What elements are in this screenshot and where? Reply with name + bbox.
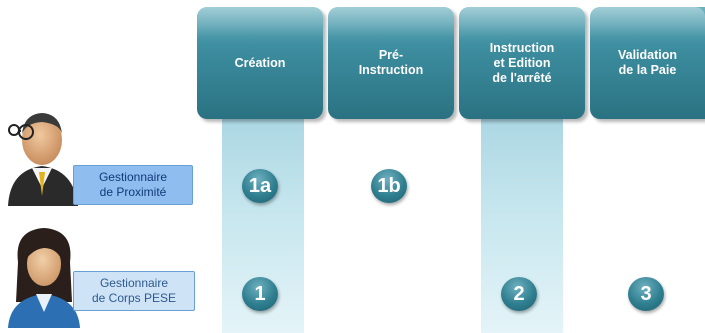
role-gestionnaire-corps-pese: Gestionnaire de Corps PESE bbox=[73, 271, 195, 311]
column-label: Instruction et Edition de l'arrêté bbox=[489, 40, 555, 85]
column-header-creation: Création bbox=[197, 7, 323, 119]
businessman-avatar-icon bbox=[8, 113, 78, 206]
step-badge-1: 1 bbox=[242, 277, 278, 311]
column-header-pre-instruction: Pré- Instruction bbox=[328, 7, 454, 119]
column-label: Validation de la Paie bbox=[617, 48, 678, 77]
column-header-validation-paie: Validation de la Paie bbox=[590, 7, 705, 119]
businesswoman-avatar-icon bbox=[8, 228, 80, 328]
role-gestionnaire-proximite: Gestionnaire de Proximité bbox=[73, 165, 193, 205]
column-label: Pré- Instruction bbox=[358, 48, 424, 77]
column-header-instruction-edition: Instruction et Edition de l'arrêté bbox=[459, 7, 585, 119]
step-badge-1b: 1b bbox=[371, 169, 407, 203]
step-badge-2: 2 bbox=[501, 277, 537, 311]
column-label: Création bbox=[234, 55, 286, 70]
step-badge-1a: 1a bbox=[242, 169, 278, 203]
step-badge-3: 3 bbox=[628, 277, 664, 311]
